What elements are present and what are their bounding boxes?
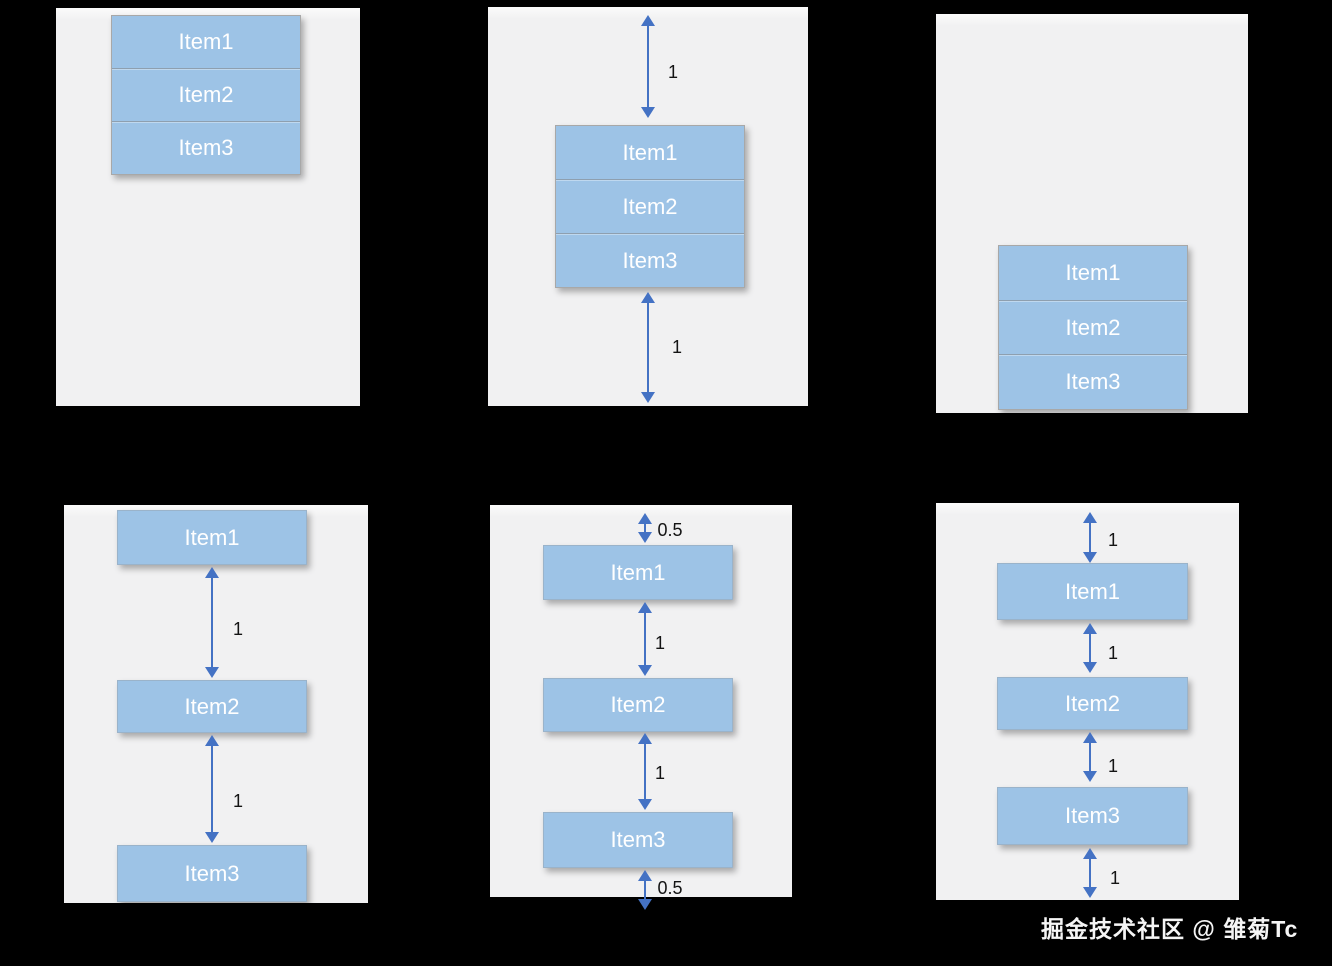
item-box: Item1	[622, 139, 678, 165]
vertical-double-arrow-icon	[1082, 732, 1098, 782]
panel-space-between: Item1 1 Item2 1 Item3	[64, 505, 368, 903]
gap-ratio-label: 0.5	[657, 520, 683, 540]
vertical-double-arrow-icon	[637, 733, 653, 810]
panel-flex-end: Item1 Item2 Item3	[936, 14, 1248, 413]
vertical-double-arrow-icon	[637, 602, 653, 676]
vertical-double-arrow-icon	[640, 292, 656, 403]
vertical-double-arrow-icon	[1082, 623, 1098, 673]
item-box: Item1	[1065, 259, 1121, 285]
item-stack: Item1 Item2 Item3	[111, 15, 301, 175]
item-box: Item2	[117, 680, 307, 733]
panel-flex-start: Item1 Item2 Item3	[56, 8, 360, 406]
item-box: Item1	[997, 563, 1188, 620]
vertical-double-arrow-icon	[640, 15, 656, 118]
gap-ratio-label: 1	[232, 791, 244, 811]
gap-ratio-label: 1	[671, 337, 683, 357]
gap-ratio-label: 0.5	[657, 878, 683, 898]
vertical-double-arrow-icon	[1082, 512, 1098, 563]
item-box: Item1	[178, 29, 234, 54]
item-stack: Item1 Item2 Item3	[555, 125, 745, 288]
item-box: Item2	[543, 678, 733, 732]
gap-ratio-label: 1	[1107, 756, 1119, 776]
watermark-text: 掘金技术社区 @ 雏菊Tc	[1041, 916, 1299, 942]
gap-ratio-label: 1	[1109, 868, 1121, 888]
vertical-double-arrow-icon	[637, 870, 653, 910]
item-box: Item3	[997, 787, 1188, 845]
vertical-double-arrow-icon	[637, 513, 653, 543]
item-box: Item3	[543, 812, 733, 868]
gap-ratio-label: 1	[654, 763, 666, 783]
item-box: Item2	[997, 677, 1188, 730]
panel-space-around: 0.5 Item1 1 Item2 1 Item3 0.5	[490, 505, 792, 910]
item-box: Item3	[556, 233, 744, 287]
vertical-double-arrow-icon	[204, 735, 220, 843]
gap-ratio-label: 1	[1107, 530, 1119, 550]
item-stack: Item1 Item2 Item3	[998, 245, 1188, 410]
panel-center: 1 Item1 Item2 Item3 1	[488, 7, 808, 406]
item-box: Item3	[117, 845, 307, 902]
gap-ratio-label: 1	[232, 619, 244, 639]
vertical-double-arrow-icon	[1082, 848, 1098, 898]
gap-ratio-label: 1	[1107, 643, 1119, 663]
vertical-double-arrow-icon	[204, 567, 220, 678]
item-box: Item1	[543, 545, 733, 600]
item-box: Item2	[556, 179, 744, 233]
item-box: Item2	[999, 299, 1187, 355]
panel-space-evenly: 1 Item1 1 Item2 1 Item3 1	[936, 503, 1239, 900]
item-box: Item2	[112, 68, 300, 121]
gap-ratio-label: 1	[654, 633, 666, 653]
gap-ratio-label: 1	[667, 62, 679, 82]
item-box: Item3	[999, 354, 1187, 409]
item-box: Item3	[112, 121, 300, 174]
item-box: Item1	[117, 510, 307, 565]
